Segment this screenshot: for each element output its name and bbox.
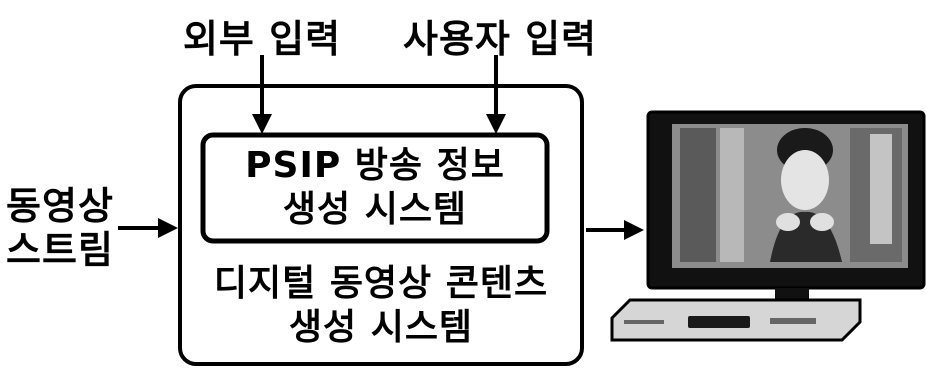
digital-video-content-system-label-line1: 디지털 동영상 콘텐츠 [213,263,549,304]
digital-video-content-system-box [178,84,584,366]
user-input-label: 사용자 입력 [402,17,598,61]
video-stream-label: 동영상 스트림 [2,184,118,272]
video-stream-label-line1: 동영상 [6,184,114,228]
video-stream-label-line2: 스트림 [6,228,114,272]
external-input-label: 외부 입력 [182,17,342,61]
psip-system-box [200,132,550,244]
psip-system-label-line1: PSIP 방송 정보 [245,145,505,186]
digital-video-content-system-label-line2: 생성 시스템 [288,307,474,348]
psip-system-label: PSIP 방송 정보 생성 시스템 [206,144,544,232]
digital-video-content-system-label: 디지털 동영상 콘텐츠 생성 시스템 [184,262,578,350]
psip-system-label-line2: 생성 시스템 [282,189,468,230]
tv-with-settop-box-icon [610,110,926,342]
